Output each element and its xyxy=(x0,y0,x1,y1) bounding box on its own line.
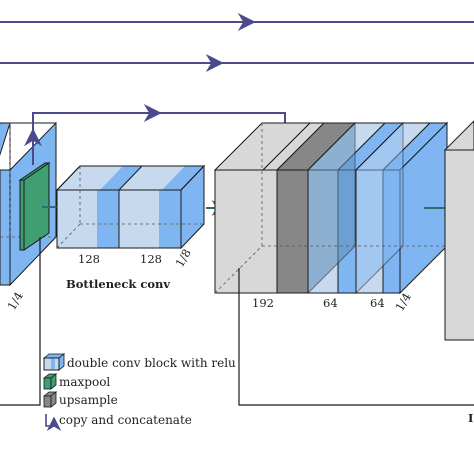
next-block xyxy=(443,120,474,341)
decoder-channel-1: 192 xyxy=(252,296,274,310)
copy-concat-icon xyxy=(45,414,62,431)
encoder-bottom-line xyxy=(0,237,41,406)
bottleneck-block xyxy=(55,164,206,250)
encoder-scale-label: 1/4 xyxy=(4,289,25,312)
upsample-icon xyxy=(42,391,58,408)
double-conv-icon xyxy=(42,353,66,371)
legend: double conv block with relu maxpool upsa… xyxy=(42,353,236,431)
decoder-channel-3: 64 xyxy=(370,296,385,310)
decoder-bottom-line xyxy=(238,268,474,406)
edge-letter: I xyxy=(468,411,473,425)
maxpool-block xyxy=(18,162,51,251)
decoder-scale-label: 1/4 xyxy=(392,290,413,313)
skip-connection-mid xyxy=(32,104,294,143)
decoder-channel-2: 64 xyxy=(323,296,338,310)
decoder-block xyxy=(213,121,449,295)
legend-label-double-conv: double conv block with relu xyxy=(67,356,236,370)
legend-label-copy-concat: copy and concatenate xyxy=(59,413,192,427)
bottleneck-channel-2: 128 xyxy=(140,252,162,266)
bottleneck-scale-label: 1/8 xyxy=(172,246,193,269)
bottleneck-title: Bottleneck conv xyxy=(66,277,170,291)
bottleneck-channel-1: 128 xyxy=(78,252,100,266)
maxpool-icon xyxy=(42,373,58,390)
legend-label-upsample: upsample xyxy=(59,393,118,407)
legend-label-maxpool: maxpool xyxy=(59,375,110,389)
